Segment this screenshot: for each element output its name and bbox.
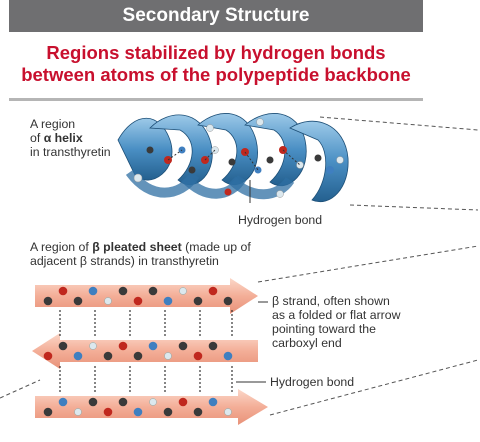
atom-ball-icon [163, 407, 173, 417]
atom-ball-icon [163, 296, 173, 306]
atom-ball-icon [179, 287, 187, 295]
helix-label-line-3: in transthyretin [30, 145, 111, 159]
atom-ball-icon [88, 286, 98, 296]
atom-ball-icon [208, 286, 218, 296]
helix-label-line-2: of α helix [30, 131, 111, 145]
strand-annotation-line-4: carboxyl end [272, 336, 342, 350]
header-bar: Secondary Structure [9, 0, 423, 32]
atom-ball-icon [89, 342, 97, 350]
strand-annotation-line-2: as a folded or flat arrow [272, 308, 401, 322]
atom-ball-icon [178, 341, 188, 351]
sheet-label-suffix: (made up of [181, 240, 251, 254]
atom-ball-icon [88, 397, 98, 407]
atom-ball-icon [74, 408, 82, 416]
atom-ball-icon [148, 341, 158, 351]
helix-label: A region of α helix in transthyretin [30, 117, 111, 159]
sheet-atoms [43, 286, 233, 417]
atom-ball-icon [103, 407, 113, 417]
sheet-hbond-label: Hydrogen bond [270, 375, 355, 389]
atom-ball-icon [58, 286, 68, 296]
strand-annotation-line-1: β strand, often shown [272, 294, 390, 308]
atom-ball-icon [58, 397, 68, 407]
atom-ball-icon [208, 397, 218, 407]
sheet-label: A region of β pleated sheet (made up of … [30, 240, 251, 268]
atom-ball-icon [133, 296, 143, 306]
helix-zoom-lines [319, 116, 479, 211]
sheet-label-bold: β pleated sheet [92, 240, 182, 254]
atom-ball-icon [223, 296, 233, 306]
atom-ball-icon [193, 351, 203, 361]
section-title: Secondary Structure [122, 5, 310, 26]
helix-hbond-label: Hydrogen bond [238, 213, 323, 227]
sheet-label-line-2: adjacent β strands) in transthyretin [30, 254, 219, 268]
helix-label-prefix: of [30, 131, 44, 145]
sheet-label-prefix: A region of [30, 240, 93, 254]
atom-ball-icon [224, 408, 232, 416]
sheet-label-line-1: A region of β pleated sheet (made up of [30, 240, 251, 254]
atom-ball-icon [58, 341, 68, 351]
sheet-zoom-lines [0, 245, 479, 416]
atom-ball-icon [193, 407, 203, 417]
atom-ball-icon [223, 351, 233, 361]
atom-ball-icon [133, 407, 143, 417]
helix-atoms [133, 118, 344, 198]
atom-ball-icon [149, 398, 157, 406]
atom-ball-icon [43, 296, 53, 306]
section-subtitle: Regions stabilized by hydrogen bonds bet… [9, 42, 423, 86]
strand-annotation-line-3: pointing toward the [272, 322, 376, 336]
atom-ball-icon [178, 397, 188, 407]
divider [9, 98, 423, 101]
strand-annotation: β strand, often shown as a folded or fla… [272, 294, 401, 350]
atom-ball-icon [73, 351, 83, 361]
atom-ball-icon [208, 341, 218, 351]
atom-ball-icon [193, 296, 203, 306]
alpha-helix-ribbon-icon [117, 113, 349, 203]
atom-ball-icon [164, 352, 172, 360]
atom-ball-icon [118, 286, 128, 296]
atom-ball-icon [118, 341, 128, 351]
subtitle-line-2: between atoms of the polypeptide backbon… [21, 64, 411, 85]
atom-ball-icon [133, 351, 143, 361]
subtitle-line-1: Regions stabilized by hydrogen bonds [46, 42, 386, 63]
helix-label-bold: α helix [43, 131, 83, 145]
atom-ball-icon [43, 351, 53, 361]
atom-ball-icon [43, 407, 53, 417]
atom-ball-icon [118, 397, 128, 407]
atom-ball-icon [104, 297, 112, 305]
atom-ball-icon [103, 351, 113, 361]
sheet-hbonds [59, 310, 233, 394]
helix-label-line-1: A region [30, 117, 76, 131]
atom-ball-icon [148, 286, 158, 296]
atom-ball-icon [73, 296, 83, 306]
